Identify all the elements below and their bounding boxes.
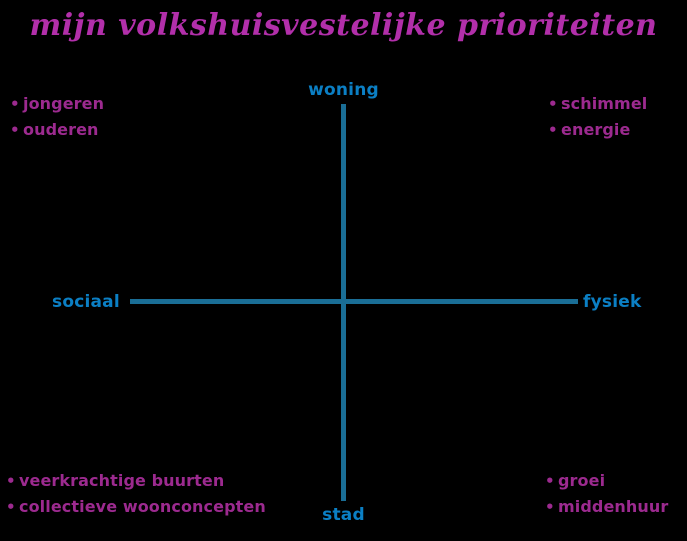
list-item-label: jongeren	[23, 94, 105, 113]
bullet-icon: •	[6, 498, 16, 516]
list-item: • groei	[545, 468, 668, 494]
axis-label-top: woning	[308, 80, 379, 100]
quadrant-top-right: • schimmel • energie	[548, 91, 647, 143]
list-item: • veerkrachtige buurten	[6, 468, 266, 494]
list-item-label: groei	[558, 471, 606, 490]
list-item-label: schimmel	[561, 94, 648, 113]
bullet-icon: •	[548, 121, 558, 139]
bullet-icon: •	[6, 472, 16, 490]
bullet-icon: •	[10, 95, 20, 113]
bullet-icon: •	[548, 95, 558, 113]
horizontal-axis-line	[130, 299, 578, 304]
list-item-label: ouderen	[23, 120, 99, 139]
list-item-label: collectieve woonconcepten	[19, 497, 266, 516]
bullet-icon: •	[545, 472, 555, 490]
list-item-label: veerkrachtige buurten	[19, 471, 225, 490]
page-title: mijn volkshuisvestelijke prioriteiten	[29, 8, 658, 43]
quadrant-bottom-right: • groei • middenhuur	[545, 468, 668, 520]
axis-label-left: sociaal	[52, 292, 120, 312]
axis-label-right: fysiek	[583, 292, 642, 312]
list-item: • middenhuur	[545, 494, 668, 520]
axis-label-bottom: stad	[322, 505, 365, 525]
list-item-label: energie	[561, 120, 631, 139]
list-item-label: middenhuur	[558, 497, 669, 516]
quadrant-top-left: • jongeren • ouderen	[10, 91, 104, 143]
list-item: • jongeren	[10, 91, 104, 117]
bullet-icon: •	[10, 121, 20, 139]
bullet-icon: •	[545, 498, 555, 516]
list-item: • schimmel	[548, 91, 647, 117]
list-item: • collectieve woonconcepten	[6, 494, 266, 520]
list-item: • ouderen	[10, 117, 104, 143]
quadrant-bottom-left: • veerkrachtige buurten • collectieve wo…	[6, 468, 266, 520]
list-item: • energie	[548, 117, 647, 143]
